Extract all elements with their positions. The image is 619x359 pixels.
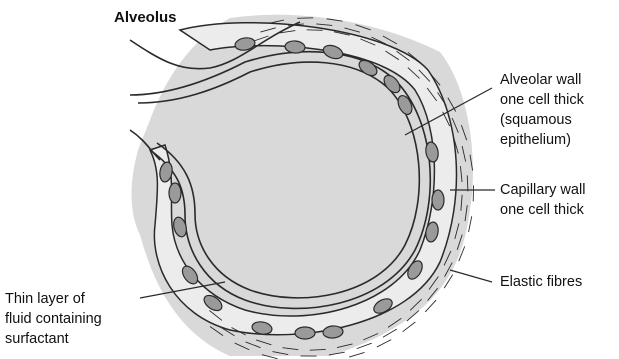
elastic-fibre [467, 175, 468, 191]
elastic-fibre [349, 352, 364, 357]
cell-nucleus [295, 327, 315, 339]
elastic-fibre [377, 340, 391, 347]
label-elastic-fibres: Elastic fibres [500, 272, 582, 292]
label-alveolar-wall: Alveolar wall one cell thick (squamous e… [500, 70, 584, 150]
label-fluid-layer: Thin layer of fluid containing surfactan… [5, 289, 102, 349]
elastic-fibre [403, 322, 416, 332]
pointer-elastic-fibres [450, 270, 492, 282]
elastic-fibre [469, 216, 472, 232]
diagram-title: Alveolus [114, 8, 177, 28]
label-capillary-wall: Capillary wall one cell thick [500, 180, 585, 220]
cell-nucleus [169, 183, 181, 203]
cell-nucleus [432, 190, 444, 210]
